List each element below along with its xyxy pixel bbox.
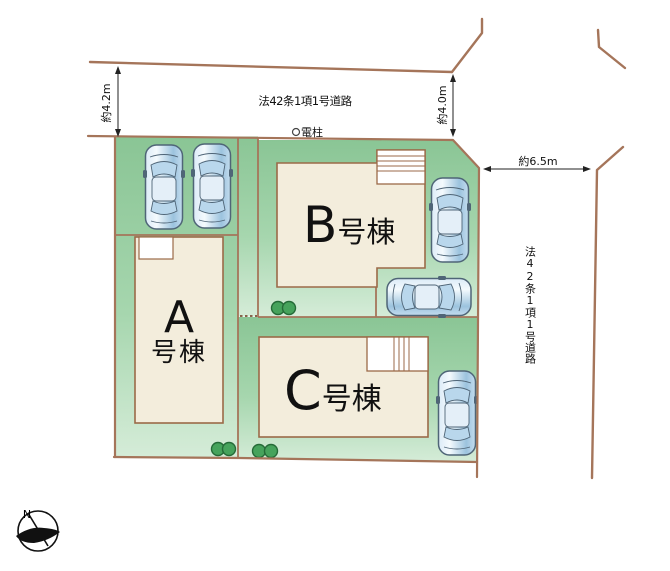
car-parcel-a-2 <box>190 143 234 229</box>
utility-pole-label: 電柱 <box>301 126 323 139</box>
building-a-label: A 号棟 <box>133 292 225 369</box>
building-c-suffix: 号棟 <box>321 382 382 417</box>
utility-pole-icon <box>291 127 301 137</box>
building-a-porch <box>138 236 174 260</box>
road-edges <box>88 17 627 480</box>
top-road-label: 法42条1項1号道路 <box>258 94 352 108</box>
dimension-left-4-2m <box>115 66 121 137</box>
building-b-letter: B <box>303 196 338 254</box>
car-parcel-b-1 <box>428 177 472 263</box>
dimension-east-road-6-5m <box>483 166 591 172</box>
car-parcel-c-1 <box>435 370 479 456</box>
bush-icon <box>251 443 267 459</box>
site-boundary <box>86 134 481 479</box>
building-b-label: B 号棟 <box>303 200 395 251</box>
bush-icon <box>263 443 279 459</box>
site-boundary-top-right <box>86 134 481 479</box>
site-boundary-bottom <box>112 455 479 464</box>
compass-n-label: N <box>23 508 31 521</box>
building-c-letter: C <box>284 359 322 422</box>
building-a-suffix: 号棟 <box>150 337 207 368</box>
intersection-corner-ne <box>596 28 627 70</box>
building-b-garage <box>376 149 426 185</box>
shrubs <box>210 300 297 459</box>
dimension-label-east-road: 約6.5m <box>518 155 558 168</box>
top-road-north-edge <box>88 60 454 74</box>
dimension-label-right: 約4.0m <box>436 85 449 125</box>
buildings <box>134 149 429 438</box>
dimension-label-left: 約4.2m <box>100 83 113 123</box>
dimension-right-4-0m <box>450 74 456 137</box>
building-c-garage <box>366 336 429 372</box>
intersection-corner-nw <box>450 17 484 74</box>
parcel-b-side-strip <box>238 136 258 317</box>
car-parcel-b-2 <box>386 275 472 319</box>
bush-icon <box>221 441 237 457</box>
dimension-lines <box>115 66 591 172</box>
compass-north-icon: N <box>16 508 60 552</box>
right-road-label: 法42条1項1号道路 <box>523 246 537 364</box>
right-road-east-edge <box>590 145 625 480</box>
building-a-letter: A <box>163 292 195 343</box>
building-b-suffix: 号棟 <box>337 215 396 249</box>
building-c-label: C 号棟 <box>284 364 382 418</box>
building-a-footprint <box>134 236 224 424</box>
bush-icon <box>281 300 297 316</box>
car-parcel-a-1 <box>142 144 186 230</box>
